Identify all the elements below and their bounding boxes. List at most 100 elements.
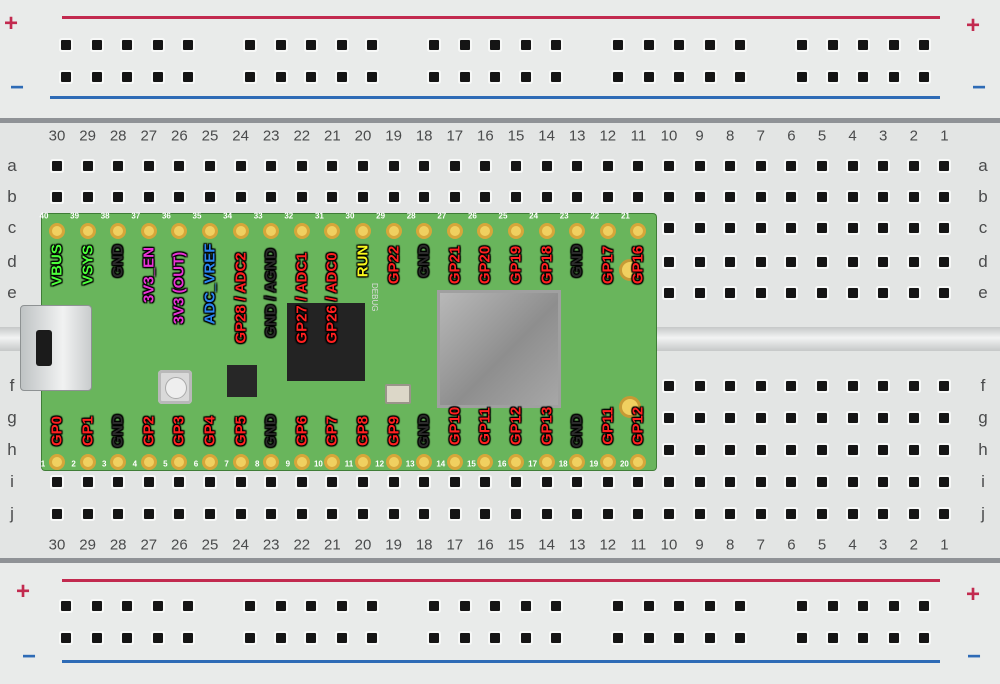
rail-hole[interactable]: [490, 633, 501, 643]
breadboard-hole[interactable]: [296, 192, 307, 202]
rail-hole[interactable]: [429, 633, 439, 643]
rail-hole[interactable]: [91, 601, 102, 611]
breadboard-hole[interactable]: [939, 413, 950, 423]
breadboard-hole[interactable]: [878, 509, 889, 519]
breadboard-hole[interactable]: [817, 223, 827, 233]
breadboard-hole[interactable]: [817, 413, 827, 423]
breadboard-hole[interactable]: [786, 223, 797, 233]
rail-hole[interactable]: [367, 601, 378, 611]
rail-hole[interactable]: [61, 633, 71, 643]
rail-hole[interactable]: [275, 633, 286, 643]
breadboard-hole[interactable]: [113, 161, 124, 171]
breadboard-hole[interactable]: [786, 161, 797, 171]
breadboard-hole[interactable]: [664, 161, 674, 171]
rail-hole[interactable]: [520, 601, 531, 611]
rail-hole[interactable]: [919, 72, 930, 82]
breadboard-hole[interactable]: [664, 477, 674, 487]
breadboard-hole[interactable]: [480, 509, 491, 519]
rail-hole[interactable]: [919, 40, 930, 50]
breadboard-hole[interactable]: [52, 192, 62, 202]
rail-hole[interactable]: [613, 40, 623, 50]
rail-hole[interactable]: [91, 633, 102, 643]
breadboard-hole[interactable]: [725, 257, 736, 267]
breadboard-hole[interactable]: [541, 192, 552, 202]
rail-hole[interactable]: [245, 601, 255, 611]
breadboard-hole[interactable]: [755, 257, 766, 267]
breadboard-hole[interactable]: [786, 477, 797, 487]
rail-hole[interactable]: [797, 633, 807, 643]
breadboard-hole[interactable]: [266, 509, 277, 519]
breadboard-hole[interactable]: [939, 223, 950, 233]
rail-hole[interactable]: [91, 40, 102, 50]
breadboard-hole[interactable]: [786, 509, 797, 519]
breadboard-hole[interactable]: [939, 288, 950, 298]
breadboard-hole[interactable]: [358, 477, 368, 487]
breadboard-hole[interactable]: [939, 192, 950, 202]
breadboard-hole[interactable]: [327, 192, 338, 202]
breadboard-hole[interactable]: [572, 477, 583, 487]
breadboard-hole[interactable]: [878, 257, 889, 267]
breadboard-hole[interactable]: [908, 413, 919, 423]
rail-hole[interactable]: [275, 72, 286, 82]
rail-hole[interactable]: [858, 601, 869, 611]
rail-hole[interactable]: [919, 633, 930, 643]
rail-hole[interactable]: [704, 633, 715, 643]
breadboard-hole[interactable]: [205, 509, 215, 519]
breadboard-hole[interactable]: [664, 381, 674, 391]
breadboard-hole[interactable]: [694, 413, 705, 423]
rail-hole[interactable]: [797, 40, 807, 50]
rail-hole[interactable]: [245, 633, 255, 643]
breadboard-hole[interactable]: [296, 161, 307, 171]
rail-hole[interactable]: [520, 633, 531, 643]
breadboard-hole[interactable]: [847, 192, 858, 202]
rail-hole[interactable]: [674, 633, 685, 643]
breadboard-hole[interactable]: [878, 477, 889, 487]
breadboard-hole[interactable]: [113, 477, 124, 487]
breadboard-hole[interactable]: [939, 381, 950, 391]
breadboard-hole[interactable]: [908, 477, 919, 487]
breadboard-hole[interactable]: [174, 161, 185, 171]
breadboard-hole[interactable]: [205, 161, 215, 171]
rail-hole[interactable]: [797, 601, 807, 611]
rail-hole[interactable]: [122, 633, 133, 643]
breadboard-hole[interactable]: [725, 413, 736, 423]
rail-hole[interactable]: [827, 601, 838, 611]
breadboard-hole[interactable]: [511, 161, 521, 171]
rail-hole[interactable]: [183, 633, 194, 643]
breadboard-hole[interactable]: [572, 161, 583, 171]
rail-hole[interactable]: [367, 633, 378, 643]
breadboard-hole[interactable]: [755, 288, 766, 298]
breadboard-hole[interactable]: [725, 509, 736, 519]
breadboard-hole[interactable]: [143, 477, 154, 487]
breadboard-hole[interactable]: [908, 223, 919, 233]
rail-hole[interactable]: [674, 601, 685, 611]
breadboard-hole[interactable]: [725, 288, 736, 298]
breadboard-hole[interactable]: [419, 192, 430, 202]
rail-hole[interactable]: [183, 40, 194, 50]
rail-hole[interactable]: [122, 72, 133, 82]
rail-hole[interactable]: [306, 72, 317, 82]
rail-hole[interactable]: [336, 40, 347, 50]
rail-hole[interactable]: [704, 601, 715, 611]
breadboard-hole[interactable]: [725, 192, 736, 202]
rail-hole[interactable]: [429, 40, 439, 50]
breadboard-hole[interactable]: [908, 192, 919, 202]
rail-hole[interactable]: [61, 72, 71, 82]
breadboard-hole[interactable]: [694, 477, 705, 487]
breadboard-hole[interactable]: [786, 257, 797, 267]
breadboard-hole[interactable]: [939, 509, 950, 519]
breadboard-hole[interactable]: [358, 192, 368, 202]
breadboard-hole[interactable]: [419, 161, 430, 171]
breadboard-hole[interactable]: [388, 509, 399, 519]
breadboard-hole[interactable]: [664, 413, 674, 423]
breadboard-hole[interactable]: [82, 161, 93, 171]
rail-hole[interactable]: [61, 601, 71, 611]
rail-hole[interactable]: [520, 40, 531, 50]
rail-hole[interactable]: [858, 72, 869, 82]
breadboard-hole[interactable]: [847, 288, 858, 298]
breadboard-hole[interactable]: [755, 381, 766, 391]
rail-hole[interactable]: [735, 72, 746, 82]
breadboard-hole[interactable]: [755, 509, 766, 519]
breadboard-hole[interactable]: [633, 161, 644, 171]
breadboard-hole[interactable]: [725, 161, 736, 171]
